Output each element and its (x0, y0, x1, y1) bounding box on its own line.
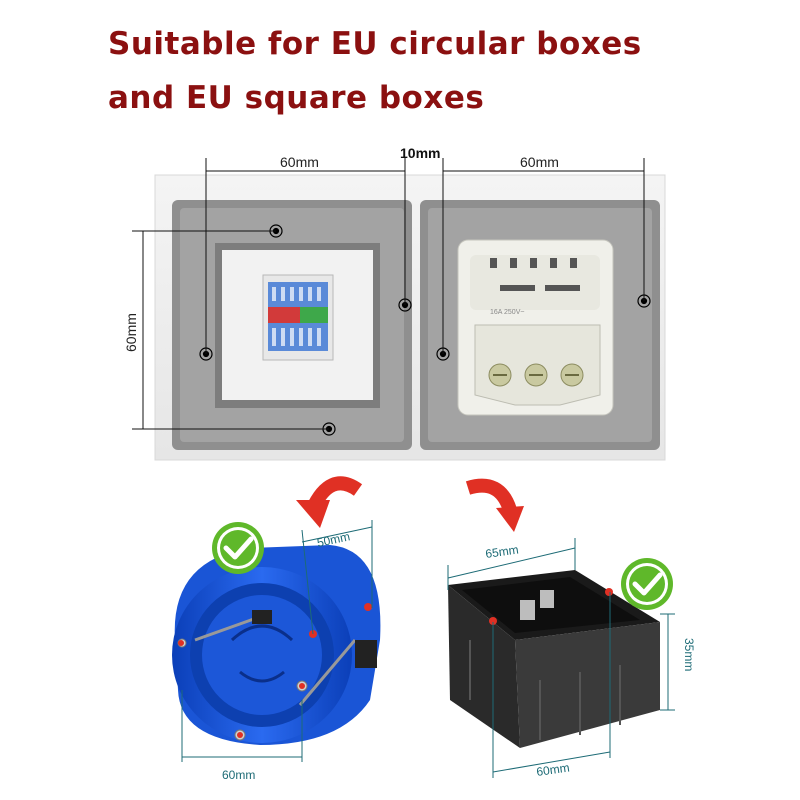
eu-circular-box (172, 520, 381, 762)
dimension-right-width: 60mm (520, 154, 559, 170)
left-mounting-frame (172, 200, 412, 450)
headline-line-2: and EU square boxes (108, 80, 485, 116)
power-socket-module: 16A 250V~ (457, 239, 614, 416)
rj45-module (262, 274, 334, 361)
circular-diameter-label: 60mm (222, 768, 255, 782)
socket-rating-label: 16A 250V~ (490, 309, 524, 316)
arrow-to-circular-box (296, 476, 363, 528)
headline-line-1: Suitable for EU circular boxes (108, 26, 642, 62)
circular-depth-label: 50mm (316, 529, 352, 550)
dimension-left-width: 60mm (280, 154, 319, 170)
check-icon-square (621, 558, 673, 610)
dimension-gap: 10mm (400, 145, 440, 161)
dimension-lines (132, 158, 645, 430)
double-frame: 16A 250V~ (132, 158, 666, 461)
arrow-to-square-box (465, 478, 524, 532)
square-width-top-label: 65mm (484, 542, 519, 561)
square-depth-label: 35mm (682, 638, 696, 671)
check-icon (212, 522, 264, 574)
square-width-bottom-label: 60mm (535, 760, 570, 779)
dimension-height: 60mm (123, 313, 139, 352)
eu-square-box (447, 538, 675, 778)
right-mounting-frame: 16A 250V~ (420, 200, 660, 450)
